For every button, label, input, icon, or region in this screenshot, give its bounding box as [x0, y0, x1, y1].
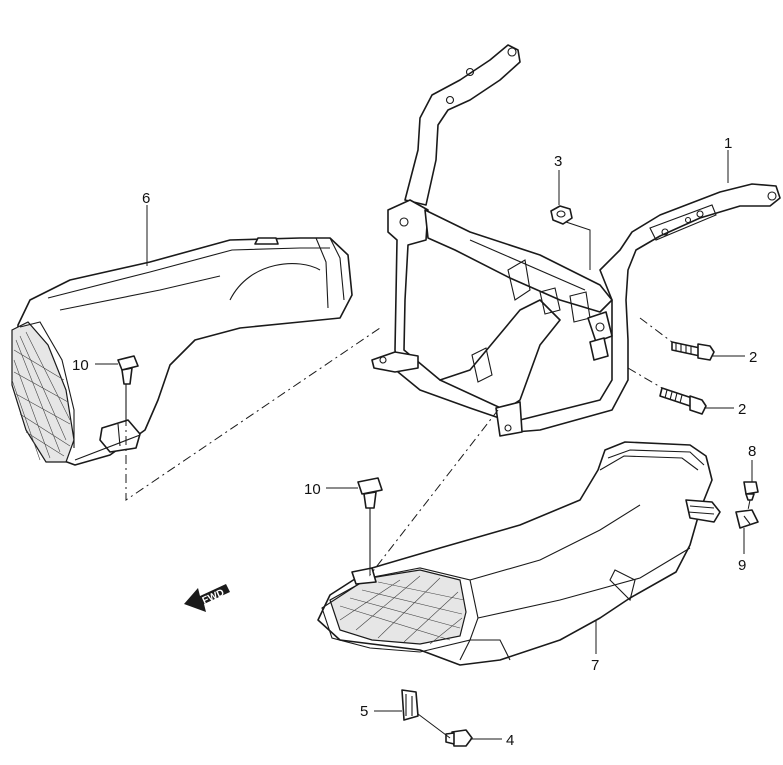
callout-5: 5	[360, 703, 368, 720]
callout-8: 8	[748, 443, 756, 460]
screw-part-8	[743, 481, 759, 501]
leader-line-5b	[417, 713, 451, 739]
callout-10-lower: 10	[304, 481, 321, 498]
screw-part-4	[445, 729, 473, 747]
forward-direction-arrow: FWD	[184, 584, 230, 612]
fwd-label: FWD	[201, 587, 226, 606]
clamp-part-5	[401, 689, 419, 721]
callout-6: 6	[142, 190, 150, 207]
leader-line-3b	[565, 221, 591, 270]
nut-part-3	[550, 205, 573, 225]
callout-4: 4	[506, 732, 514, 749]
assembly-line-bolt-2a	[639, 317, 673, 343]
clip-part-10b	[357, 477, 383, 570]
assembly-line-part-8	[747, 499, 751, 511]
callout-2-lower: 2	[738, 401, 746, 418]
assembly-line-part-6	[125, 327, 381, 501]
callout-2-upper: 2	[749, 349, 757, 366]
intake-duct-part-7	[317, 441, 721, 666]
assembly-line-part-7	[369, 409, 499, 577]
bolt-part-2b	[659, 387, 707, 415]
callout-9: 9	[738, 557, 746, 574]
bracket-frame-part-1	[371, 44, 781, 437]
intake-duct-part-6	[11, 237, 353, 466]
assembly-line-bolt-2b	[627, 367, 663, 389]
callout-1: 1	[724, 135, 732, 152]
callout-3: 3	[554, 153, 562, 170]
bolt-part-2a	[671, 341, 715, 361]
callout-10-upper: 10	[72, 357, 89, 374]
clip-nut-part-9	[735, 509, 759, 529]
callout-7: 7	[591, 657, 599, 674]
